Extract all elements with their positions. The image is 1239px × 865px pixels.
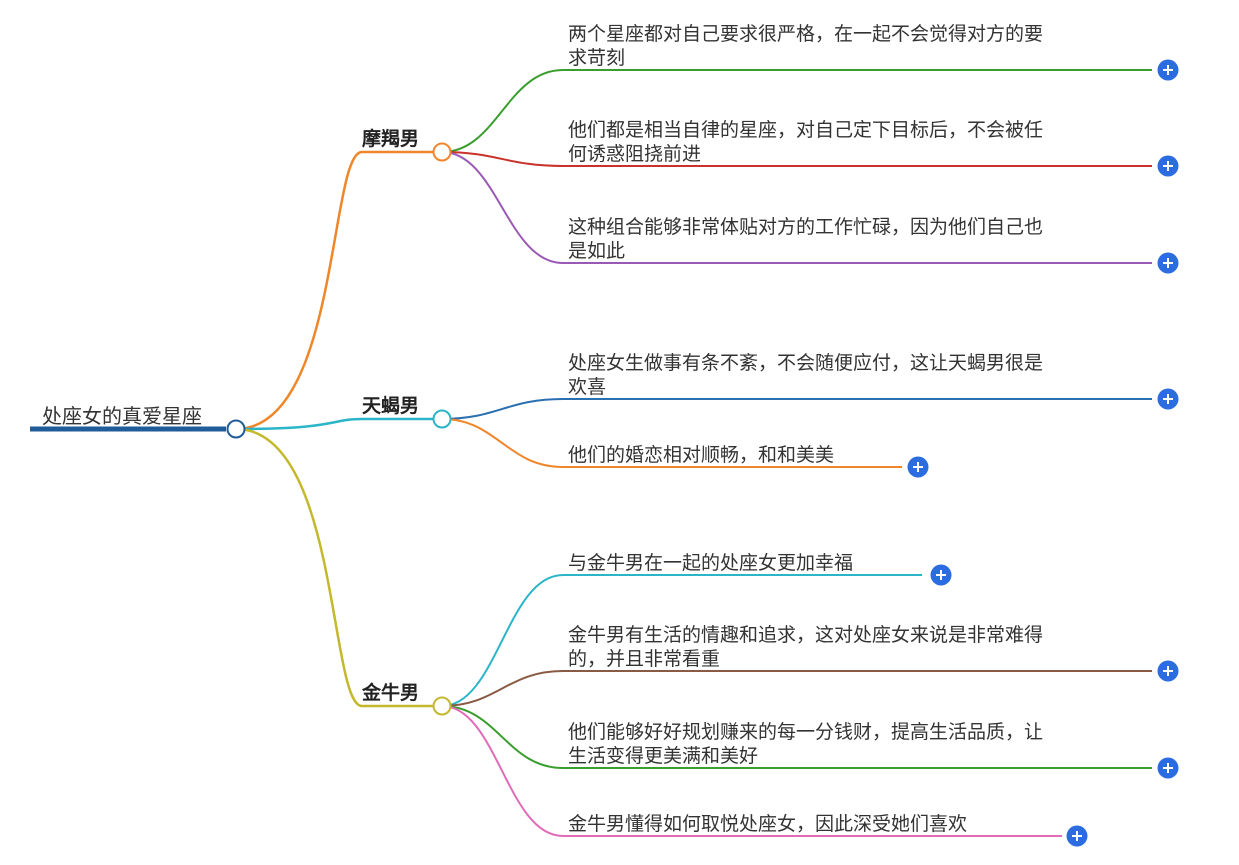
expand-plus-icon[interactable]: [1157, 757, 1179, 779]
leaf-connector: [441, 398, 1152, 420]
edges: [30, 69, 1152, 837]
expand-plus-icon[interactable]: [1066, 825, 1088, 847]
leaf-topic-text[interactable]: 的，并且非常看重: [568, 648, 720, 670]
branch-connector: [235, 150, 442, 431]
branch-topic-label[interactable]: 金牛男: [361, 681, 419, 704]
leaf-topic-text[interactable]: 欢喜: [568, 376, 606, 398]
leaf-topic-text[interactable]: 是如此: [568, 240, 625, 262]
leaf-topic-text[interactable]: 何诱惑阻挠前进: [568, 143, 701, 165]
leaf-topic-text[interactable]: 金牛男懂得如何取悦处座女，因此深受她们喜欢: [568, 813, 967, 835]
leaf-connector: [441, 151, 1152, 264]
leaf-connector: [441, 705, 1062, 837]
leaf-connector: [441, 574, 922, 707]
leaf-topic-text[interactable]: 处座女生做事有条不紊，不会随便应付，这让天蝎男很是: [568, 352, 1043, 374]
leaf-topic-text[interactable]: 求苛刻: [568, 47, 625, 69]
leaf-connector: [441, 151, 1152, 167]
branch-collapse-handle[interactable]: [432, 696, 452, 716]
branch-collapse-handle[interactable]: [432, 142, 452, 162]
leaf-connector: [441, 670, 1152, 707]
leaf-topic-text[interactable]: 他们都是相当自律的星座，对自己定下目标后，不会被任: [568, 119, 1043, 141]
branch-connector: [235, 427, 442, 708]
branch-collapse-handle[interactable]: [432, 409, 452, 429]
root-topic-label[interactable]: 处座女的真爱星座: [42, 404, 202, 428]
leaf-topic-text[interactable]: 他们的婚恋相对顺畅，和和美美: [568, 444, 834, 466]
branch-connector: [235, 417, 442, 431]
expand-plus-icon[interactable]: [1157, 388, 1179, 410]
leaf-connector: [441, 69, 1152, 153]
expand-plus-icon[interactable]: [907, 456, 929, 478]
leaf-topic-text[interactable]: 与金牛男在一起的处座女更加幸福: [568, 552, 853, 574]
expand-plus-icon[interactable]: [930, 564, 952, 586]
branch-topic-label[interactable]: 摩羯男: [362, 127, 419, 150]
expand-plus-icon[interactable]: [1157, 155, 1179, 177]
branch-topic-label[interactable]: 天蝎男: [362, 395, 419, 417]
root-collapse-handle[interactable]: [226, 419, 246, 439]
nodes: 处座女的真爱星座 摩羯男 两个星座都对自己要求很严格，在一起不会觉得对方的要求苛刻他…: [42, 23, 1179, 847]
expand-plus-icon[interactable]: [1157, 252, 1179, 274]
leaf-topic-text[interactable]: 生活变得更美满和美好: [568, 745, 758, 767]
leaf-topic-text[interactable]: 金牛男有生活的情趣和追求，这对处座女来说是非常难得: [568, 624, 1043, 646]
leaf-topic-text[interactable]: 他们能够好好规划赚来的每一分钱财，提高生活品质，让: [568, 721, 1043, 743]
expand-plus-icon[interactable]: [1157, 59, 1179, 81]
leaf-topic-text[interactable]: 两个星座都对自己要求很严格，在一起不会觉得对方的要: [568, 23, 1043, 45]
leaf-connector: [441, 418, 902, 468]
leaf-connector: [441, 705, 1152, 769]
expand-plus-icon[interactable]: [1157, 660, 1179, 682]
leaf-topic-text[interactable]: 这种组合能够非常体贴对方的工作忙碌，因为他们自己也: [568, 216, 1043, 238]
